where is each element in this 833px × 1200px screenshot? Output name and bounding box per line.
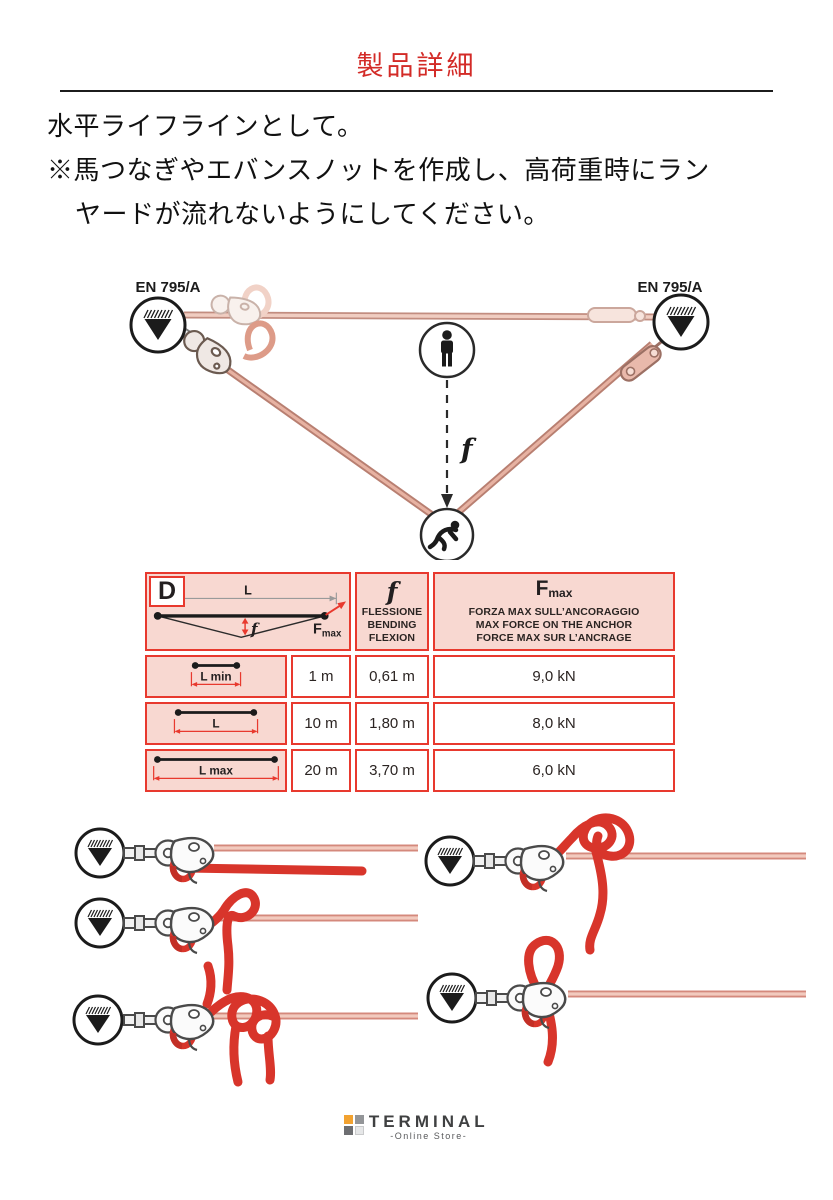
l-diagram: L <box>173 709 259 734</box>
evans-knot-step-2-figure <box>426 935 806 1067</box>
evans-knot-step-1-figure <box>424 813 806 955</box>
fmax-header-cell: Fmax FORZA MAX SULL’ANCORAGGIO MAX FORCE… <box>433 572 675 651</box>
red-rope <box>181 863 367 876</box>
l-diagram-cell: L <box>145 702 287 745</box>
lmax-flexion: 3,70 m <box>355 749 429 792</box>
span-header-diagram: L f Fmax <box>153 584 347 639</box>
rope-clamp-device <box>124 1005 213 1050</box>
lmin-length: 1 m <box>291 655 351 698</box>
terminal-logo-icon <box>344 1115 364 1135</box>
logo-square-orange <box>344 1115 354 1124</box>
spec-table: D L f <box>141 568 679 796</box>
ghost-rigging-device <box>210 284 272 326</box>
table-row: L 10 m 1,80 m 8,0 kN <box>145 702 675 745</box>
logo-square-darkgray <box>344 1125 354 1135</box>
red-rope <box>181 888 260 995</box>
hitch-step-1-figure <box>74 827 418 883</box>
lmax-length: 20 m <box>291 749 351 792</box>
l-force: 8,0 kN <box>433 702 675 745</box>
hitch-step-2-figure <box>74 888 418 995</box>
anchor-icon <box>74 897 126 949</box>
flexion-symbol: f <box>386 576 398 606</box>
intro-line-1: 水平ライフラインとして。 <box>47 111 364 141</box>
spec-header-row: D L f <box>145 572 675 651</box>
left-anchor-label: EN 795/A <box>135 279 200 296</box>
red-rope <box>533 813 635 873</box>
right-anchor-label: EN 795/A <box>637 279 702 296</box>
span-label: L <box>244 584 252 598</box>
lmin-diagram: L min <box>190 662 242 687</box>
left-anchor-icon <box>129 296 187 354</box>
rope-clamp-device <box>124 838 213 883</box>
flexion-header-cell: f FLESSIONE BENDING FLEXION <box>355 572 429 651</box>
rope-clamp-device <box>183 320 276 375</box>
header-sag-label: f <box>250 619 260 638</box>
table-row: L min 1 m 0,61 m 9,0 kN <box>145 655 675 698</box>
title-divider <box>60 90 773 92</box>
table-row: L max 20 m 3,70 m 6,0 kN <box>145 749 675 792</box>
intro-text: 水平ライフラインとして。 ※馬つなぎやエバンスノットを作成し、高荷重時にラン ヤ… <box>47 104 710 236</box>
lmax-force: 6,0 kN <box>433 749 675 792</box>
rope-clamp-device <box>474 846 563 891</box>
lmin-force: 9,0 kN <box>433 655 675 698</box>
lmax-diagram-cell: L max <box>145 749 287 792</box>
fallen-person-icon <box>419 507 475 560</box>
page-title: 製品詳細 <box>356 51 477 81</box>
d-badge: D <box>149 576 186 607</box>
rope-clamp-device <box>124 908 213 953</box>
rope-tensioner <box>587 307 646 323</box>
anchor-icon <box>72 994 124 1046</box>
lmin-flexion: 0,61 m <box>355 655 429 698</box>
l-label: L <box>212 717 219 731</box>
red-rope <box>185 992 281 1044</box>
lmin-label: L min <box>200 670 231 684</box>
fmax-symbol: Fmax <box>535 577 573 601</box>
l-flexion: 1,80 m <box>355 702 429 745</box>
red-rope-tail-2 <box>263 1031 276 1085</box>
sag-label: f <box>459 434 477 465</box>
l-length: 10 m <box>291 702 351 745</box>
brand-name: TERMINAL <box>368 1112 489 1131</box>
fmax-header-lines: FORZA MAX SULL’ANCORAGGIO MAX FORCE ON T… <box>468 606 640 644</box>
logo-square-light <box>354 1125 364 1135</box>
footer: TERMINAL -Online Store- <box>0 1112 833 1141</box>
lmax-label: L max <box>199 764 233 778</box>
intro-line-2: ※馬つなぎやエバンスノットを作成し、高荷重時にラン <box>47 155 710 185</box>
brand-tagline: -Online Store- <box>390 1131 468 1141</box>
anchor-icon <box>74 827 126 879</box>
spec-table-section: D L f <box>141 568 679 796</box>
right-anchor-icon <box>652 293 710 351</box>
rope-adjuster <box>619 336 667 382</box>
lmin-diagram-cell: L min <box>145 655 287 698</box>
lmax-diagram: L max <box>153 756 279 781</box>
logo-square-gray <box>354 1115 364 1124</box>
flexion-header-lines: FLESSIONE BENDING FLEXION <box>361 605 423 644</box>
lifeline-diagram: EN 795/A EN 795/A <box>129 279 710 560</box>
person-icon <box>418 321 476 379</box>
intro-line-3: ヤードが流れないようにしてください。 <box>75 199 550 229</box>
brand-block: TERMINAL -Online Store- <box>369 1112 489 1141</box>
span-header-cell: D L f <box>145 572 351 651</box>
anchor-icon <box>424 835 476 887</box>
red-rope-tail <box>585 847 608 955</box>
header-fmax-label: Fmax <box>313 621 342 639</box>
sag-arrow <box>441 380 453 508</box>
hitch-step-3-figure <box>72 961 418 1087</box>
red-rope-tail-1 <box>229 1021 243 1087</box>
red-rope-tail-up <box>202 961 216 1009</box>
knot-illustrations <box>72 813 806 1087</box>
anchor-icon <box>426 972 478 1024</box>
